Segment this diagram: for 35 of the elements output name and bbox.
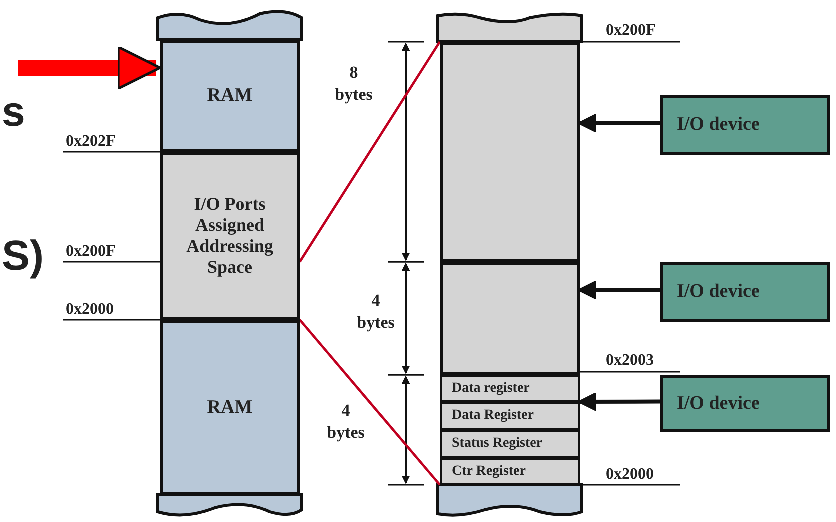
register-cell — [440, 458, 580, 485]
address-label: 0x2000 — [66, 301, 114, 319]
device-box — [660, 95, 830, 155]
memory-region — [160, 152, 300, 320]
device-label: I/O device — [677, 281, 760, 303]
register-cell — [440, 402, 580, 430]
register-label: Data Register — [452, 408, 534, 424]
memory-region — [440, 262, 580, 375]
region-label: RAM — [207, 85, 253, 107]
device-box — [660, 375, 830, 432]
address-label: 0x200F — [606, 22, 656, 40]
size-label: 4 bytes — [356, 290, 396, 334]
zoom-line — [298, 41, 442, 263]
size-label: 4 bytes — [326, 400, 366, 444]
address-label: 0x200F — [66, 243, 116, 261]
block-arrow — [18, 46, 162, 90]
register-label: Ctr Register — [452, 464, 526, 480]
arrow — [578, 280, 660, 300]
register-label: Status Register — [452, 436, 543, 452]
register-cell — [440, 375, 580, 402]
size-label: 8 bytes — [334, 62, 374, 106]
zoom-line — [299, 319, 441, 486]
register-cell — [440, 430, 580, 458]
address-label: 0x2003 — [606, 352, 654, 370]
cut-off-text: s — [2, 88, 26, 136]
device-label: I/O device — [677, 114, 760, 136]
region-label: I/O Ports Assigned Addressing Space — [186, 194, 274, 278]
cut-off-text: S) — [2, 232, 44, 280]
arrow — [578, 392, 660, 412]
address-label: 0x2000 — [606, 466, 654, 484]
region-label: RAM — [207, 396, 253, 418]
device-box — [660, 262, 830, 322]
address-label: 0x202F — [66, 133, 116, 151]
device-label: I/O device — [677, 392, 760, 414]
register-label: Data register — [452, 380, 530, 396]
